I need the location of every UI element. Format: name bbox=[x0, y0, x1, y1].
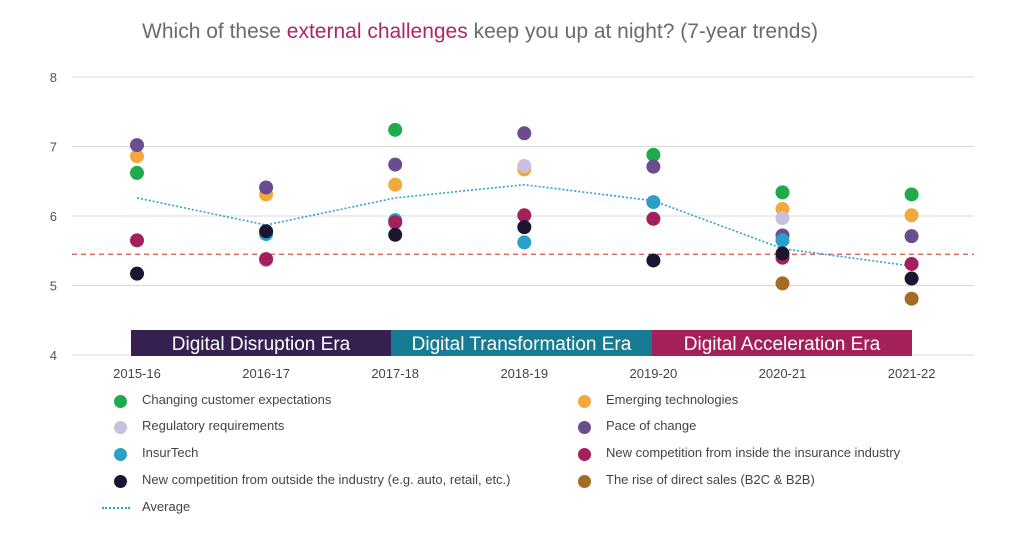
era-bar bbox=[131, 330, 391, 356]
data-point bbox=[517, 126, 532, 141]
data-point bbox=[646, 195, 661, 210]
data-point bbox=[517, 220, 532, 235]
data-point bbox=[130, 266, 144, 281]
data-point bbox=[646, 211, 661, 226]
data-point bbox=[904, 291, 919, 306]
legend-label: InsurTech bbox=[142, 445, 199, 460]
data-point bbox=[775, 211, 790, 226]
era-bar bbox=[652, 330, 912, 356]
data-point bbox=[388, 215, 403, 230]
data-point bbox=[130, 138, 144, 153]
data-point bbox=[130, 149, 144, 164]
data-point bbox=[904, 208, 919, 223]
x-tick-label: 2016-17 bbox=[242, 366, 290, 381]
data-point bbox=[517, 235, 532, 250]
legend-label: New competition from inside the insuranc… bbox=[606, 445, 901, 460]
legend-label: Changing customer expectations bbox=[142, 392, 332, 407]
title-prefix: Which of these bbox=[142, 20, 287, 43]
y-tick-label: 8 bbox=[50, 70, 57, 85]
legend-dot-marker bbox=[114, 421, 127, 434]
legend-label: New competition from outside the industr… bbox=[142, 472, 511, 487]
y-tick-label: 6 bbox=[50, 209, 57, 224]
y-tick-label: 5 bbox=[50, 279, 57, 294]
legend-label: Emerging technologies bbox=[606, 392, 739, 407]
legend-dot-marker bbox=[114, 395, 127, 408]
x-tick-label: 2017-18 bbox=[371, 366, 419, 381]
data-point bbox=[775, 233, 790, 248]
legend-dot-marker bbox=[578, 421, 591, 434]
y-tick-label: 7 bbox=[50, 140, 57, 155]
data-point bbox=[259, 224, 274, 239]
data-point bbox=[517, 158, 532, 173]
era-label: Digital Disruption Era bbox=[172, 334, 351, 355]
x-tick-label: 2021-22 bbox=[888, 366, 936, 381]
data-point bbox=[517, 208, 532, 223]
legend-label: Regulatory requirements bbox=[142, 418, 285, 433]
data-point bbox=[259, 180, 274, 195]
x-tick-label: 2019-20 bbox=[630, 366, 678, 381]
legend-dot-marker bbox=[578, 475, 591, 488]
data-point bbox=[388, 122, 403, 137]
era-label: Digital Transformation Era bbox=[412, 334, 632, 355]
data-point bbox=[388, 157, 403, 172]
data-point bbox=[646, 253, 661, 268]
x-tick-label: 2015-16 bbox=[113, 366, 161, 381]
legend-dot-marker bbox=[114, 448, 127, 461]
legend-dot-marker bbox=[578, 448, 591, 461]
data-point bbox=[775, 246, 790, 261]
data-point bbox=[388, 177, 403, 192]
legend-label: The rise of direct sales (B2C & B2B) bbox=[606, 472, 815, 487]
data-point bbox=[904, 229, 919, 244]
legend-dot-marker bbox=[578, 395, 591, 408]
legend-label: Average bbox=[142, 499, 191, 514]
legend-dot-marker bbox=[114, 475, 127, 488]
data-point bbox=[388, 227, 403, 242]
x-tick-label: 2020-21 bbox=[759, 366, 807, 381]
x-tick-label: 2018-19 bbox=[500, 366, 548, 381]
data-point bbox=[259, 252, 274, 267]
era-label: Digital Acceleration Era bbox=[684, 334, 881, 355]
data-point bbox=[904, 187, 919, 202]
data-point bbox=[646, 159, 661, 174]
data-point bbox=[775, 276, 790, 291]
legend-line-marker bbox=[102, 507, 130, 509]
legend-label: Pace of change bbox=[606, 418, 697, 433]
title-highlight: external challenges bbox=[286, 20, 468, 43]
data-point bbox=[646, 147, 661, 162]
chart-title: Which of these external challenges keep … bbox=[0, 20, 960, 44]
data-point bbox=[904, 271, 919, 286]
data-point bbox=[130, 165, 144, 180]
data-point bbox=[904, 256, 919, 271]
title-suffix: keep you up at night? (7-year trends) bbox=[467, 20, 818, 43]
data-point bbox=[775, 185, 790, 200]
y-tick-label: 4 bbox=[50, 348, 57, 363]
data-point bbox=[130, 233, 144, 248]
era-bar bbox=[391, 330, 652, 356]
